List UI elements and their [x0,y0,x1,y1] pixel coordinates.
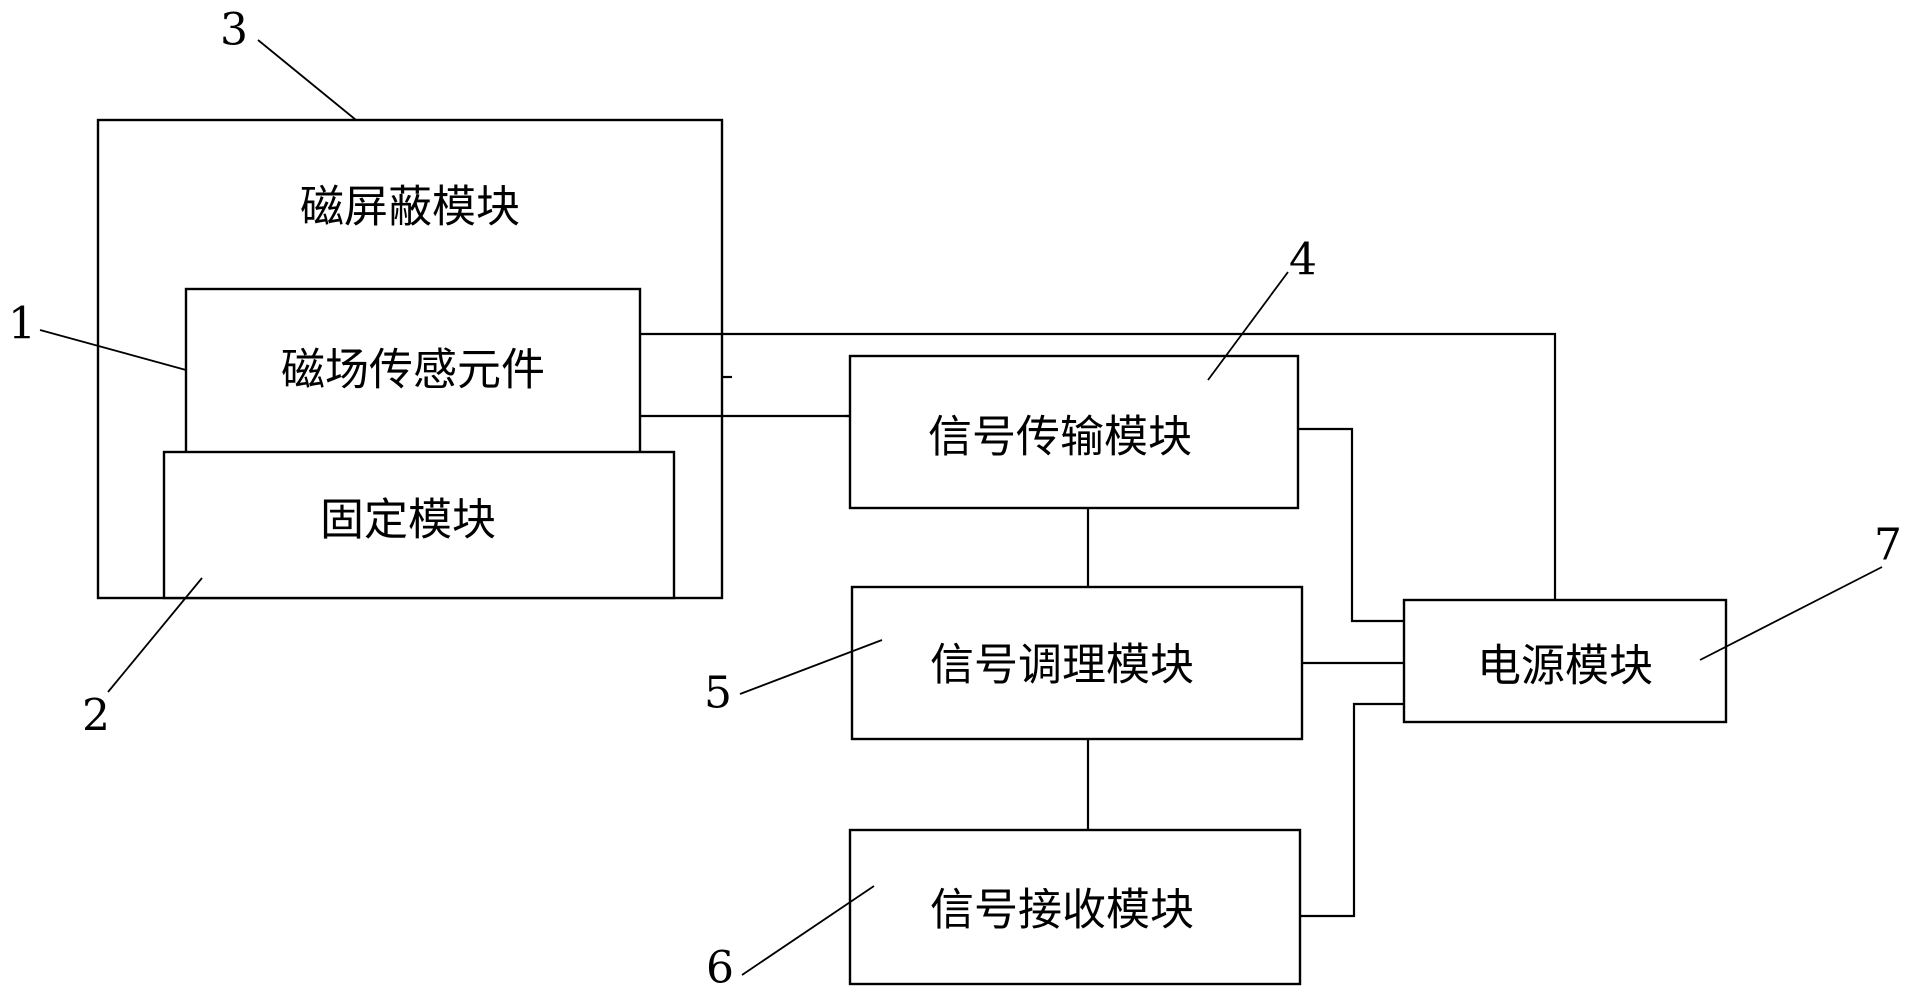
sensor-to-power-wire [640,332,1557,600]
conditioning-label: 信号调理模块 [930,640,1194,691]
ref-number-5: 5 [704,668,732,719]
fixing-label: 固定模块 [320,495,496,546]
ref-5-leader [739,639,883,695]
power-box [1402,598,1728,724]
ref-2-leader [107,577,203,693]
ref-number-3: 3 [220,5,248,56]
shield-label: 磁屏蔽模块 [300,182,520,233]
conditioning-box [850,585,1304,741]
ref-number-6: 6 [706,943,734,994]
receive-label: 信号接收模块 [930,885,1194,936]
ref-number-2: 2 [82,691,110,742]
ref-3-leader [257,39,357,121]
transmit-to-power-wire [1298,427,1404,623]
power-block: 电源模块 [1402,598,1728,724]
transmit-box [848,354,1300,510]
transmit-block: 信号传输模块 [848,354,1300,510]
ref-number-4: 4 [1289,235,1317,286]
fixing-box [162,450,676,600]
receive-block: 信号接收模块 [848,828,1302,986]
ref-number-7: 7 [1874,520,1902,571]
power-label: 电源模块 [1477,641,1653,692]
receive-box [848,828,1302,986]
fixing-block: 固定模块 [162,450,676,600]
conditioning-block: 信号调理模块 [850,585,1304,741]
sensor-label: 磁场传感元件 [281,345,545,396]
ref-7-leader [1699,566,1883,661]
transmit-label: 信号传输模块 [928,412,1192,463]
ref-number-1: 1 [8,299,36,350]
ref-4-leader [1207,271,1289,381]
ref-1-leader [39,329,187,371]
receive-to-power-wire [1300,702,1404,918]
sensor-box [184,287,642,459]
ref-6-leader [741,885,875,976]
sensor-block: 磁场传感元件 [184,287,642,459]
